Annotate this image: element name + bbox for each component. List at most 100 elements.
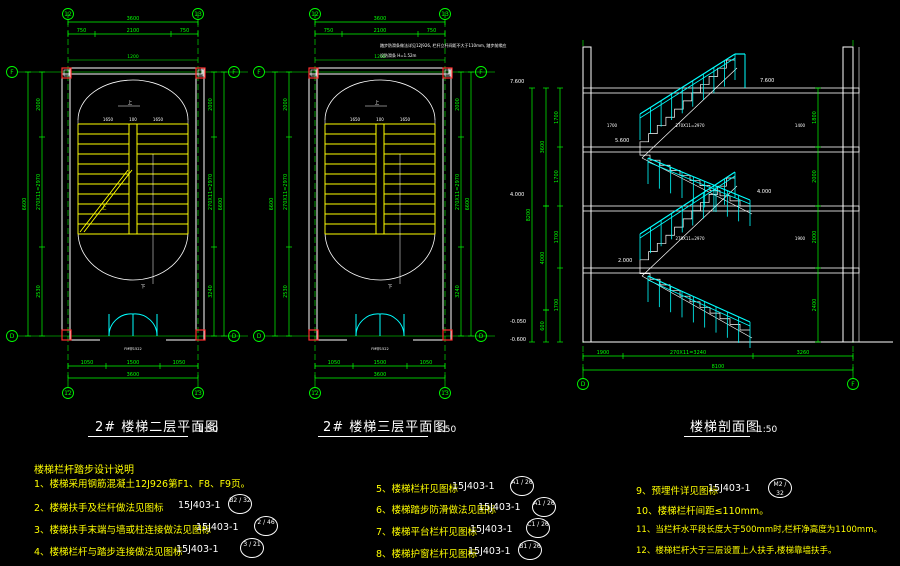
stair-soffit bbox=[641, 275, 753, 339]
dim-label: 2000 bbox=[812, 231, 818, 244]
structural-column bbox=[61, 329, 72, 341]
scale-section: 1:50 bbox=[757, 425, 778, 435]
axis-bubble bbox=[253, 66, 265, 78]
column-core bbox=[310, 69, 317, 77]
dim-label: 2000 bbox=[812, 170, 818, 183]
dim-label: 3600 bbox=[127, 16, 140, 22]
dim-label: 2530 bbox=[36, 285, 42, 298]
level-label: 7.600 bbox=[510, 79, 524, 85]
dim-label: 1700 bbox=[554, 231, 560, 244]
dim-label: 270X11=2970 bbox=[283, 174, 289, 210]
dim-label: 270X11=2970 bbox=[208, 174, 214, 210]
dim-label: 6600 bbox=[465, 198, 471, 211]
dim-label: 2000 bbox=[455, 98, 461, 111]
dim-label: 1650 bbox=[153, 117, 164, 122]
direction-label: 上 bbox=[375, 99, 380, 106]
title-plan3: 2# 楼梯三层平面图 bbox=[323, 420, 448, 435]
dim-label: 8100 bbox=[712, 364, 725, 370]
structural-column bbox=[195, 67, 206, 79]
notes-heading: 楼梯栏杆踏步设计说明 bbox=[34, 465, 134, 476]
note-8: 8、楼梯护窗栏杆见图标 bbox=[376, 549, 478, 560]
dim-label: 1200 bbox=[374, 54, 386, 60]
stair-soffit bbox=[641, 185, 738, 277]
axis-label: 12 bbox=[64, 11, 72, 18]
dim-label: 2530 bbox=[283, 285, 289, 298]
dim-label: 1050 bbox=[81, 360, 94, 366]
handrail bbox=[647, 157, 751, 201]
dim-label: 6600 bbox=[22, 198, 28, 211]
stair-well bbox=[375, 123, 385, 235]
landing-arc bbox=[77, 231, 189, 281]
title-plan2: 2# 楼梯二层平面图 bbox=[95, 420, 220, 435]
note-8-ref: 15J403-1 bbox=[468, 546, 511, 557]
level-label: -0.050 bbox=[510, 319, 526, 325]
level-label: 4.000 bbox=[757, 189, 771, 195]
direction-label: 上 bbox=[128, 99, 133, 106]
handrail bbox=[647, 161, 751, 205]
dim-label: 2000 bbox=[283, 98, 289, 111]
break-line bbox=[83, 169, 133, 233]
stair-flight bbox=[639, 59, 735, 150]
title-underline bbox=[684, 436, 750, 437]
handrail bbox=[639, 53, 736, 115]
note-5: 5、楼梯栏杆见图标 bbox=[376, 484, 459, 495]
direction-label: 下 bbox=[388, 284, 393, 290]
axis-bubble bbox=[192, 387, 204, 399]
scale-plan3: 1:50 bbox=[436, 425, 457, 435]
dim-label: 1700 bbox=[607, 123, 618, 128]
note-5-ref: 15J403-1 bbox=[452, 481, 495, 492]
dim-label: 270X11=2970 bbox=[36, 174, 42, 210]
axis-bubble bbox=[6, 66, 18, 78]
stair-flight bbox=[639, 150, 750, 207]
dim-label: 1650 bbox=[103, 117, 114, 122]
dim-label: 6600 bbox=[218, 198, 224, 211]
dim-label: 3240 bbox=[208, 285, 214, 298]
dim-label: 270X11=2970 bbox=[676, 236, 705, 241]
level-label: 4.000 bbox=[510, 192, 524, 198]
axis-label: 12 bbox=[311, 11, 319, 18]
detail-bubble: A1 / 26 bbox=[532, 497, 556, 517]
plan-annotation: 设防滑条 H=1.52m bbox=[380, 52, 417, 58]
dim-label: 1400 bbox=[795, 123, 806, 128]
floor-slab bbox=[582, 205, 860, 212]
dim-label: 1050 bbox=[328, 360, 341, 366]
wall-left bbox=[308, 67, 318, 341]
dim-label: 1500 bbox=[374, 360, 387, 366]
axis-label: F bbox=[232, 69, 236, 76]
detail-bubble: 3 / 21 bbox=[240, 538, 264, 558]
dim-label: 1050 bbox=[420, 360, 433, 366]
axis-label: 13 bbox=[441, 390, 449, 397]
note-6: 6、楼梯踏步防滑做法见图标 bbox=[376, 505, 497, 516]
axis-label: F bbox=[851, 381, 855, 388]
wall-left bbox=[61, 67, 71, 341]
level-label: 5.600 bbox=[615, 138, 629, 144]
detail-bubble: M2 / 32 bbox=[768, 478, 792, 498]
note-7-ref: 15J403-1 bbox=[470, 524, 513, 535]
handrail bbox=[639, 57, 736, 119]
axis-bubble bbox=[228, 66, 240, 78]
structural-column bbox=[308, 329, 319, 341]
dim-label: 2100 bbox=[374, 28, 387, 34]
note-9: 9、预埋件详见图标 bbox=[636, 486, 719, 497]
axis-label: D bbox=[581, 381, 586, 388]
door-leaf bbox=[108, 313, 134, 337]
axis-label: D bbox=[257, 333, 262, 340]
axis-label: 13 bbox=[194, 390, 202, 397]
axis-bubble bbox=[577, 378, 589, 390]
detail-bubble: C1 / 26 bbox=[526, 518, 550, 538]
dim-label: 4000 bbox=[540, 252, 546, 265]
axis-bubble bbox=[309, 387, 321, 399]
stair-well bbox=[128, 123, 138, 235]
axis-label: 12 bbox=[64, 390, 72, 397]
wall-top bbox=[308, 67, 450, 75]
axis-label: F bbox=[257, 69, 261, 76]
dim-label: 1650 bbox=[400, 117, 411, 122]
axis-label: 13 bbox=[194, 11, 202, 18]
section-wall bbox=[842, 46, 854, 343]
structural-column bbox=[195, 329, 206, 341]
structural-column bbox=[308, 67, 319, 79]
